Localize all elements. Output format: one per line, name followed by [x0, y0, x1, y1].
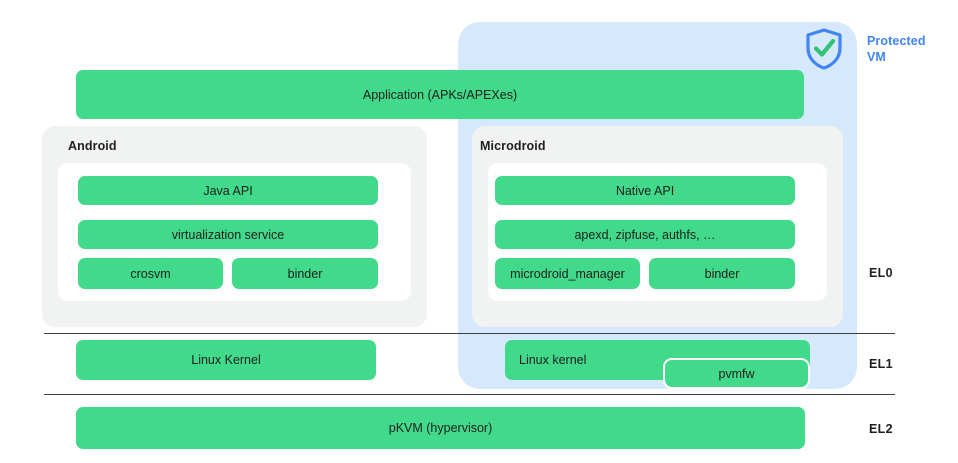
- microdroid-box-microdroid-manager: microdroid_manager: [495, 258, 640, 289]
- pkvm-hypervisor-box: pKVM (hypervisor): [76, 407, 805, 449]
- exception-level-label-el1: EL1: [869, 357, 893, 371]
- microdroid-box-native-api: Native API: [495, 176, 795, 205]
- divider-el1-el2: [44, 394, 895, 395]
- divider-el0-el1: [44, 333, 895, 334]
- microdroid-box-apexd-zipfuse-authfs: apexd, zipfuse, authfs, …: [495, 220, 795, 249]
- android-panel-title: Android: [68, 139, 117, 153]
- pvmfw-box: pvmfw: [663, 358, 810, 389]
- exception-level-label-el0: EL0: [869, 266, 893, 280]
- microdroid-box-binder: binder: [649, 258, 795, 289]
- android-box-crosvm: crosvm: [78, 258, 223, 289]
- android-box-binder: binder: [232, 258, 378, 289]
- application-box: Application (APKs/APEXes): [76, 70, 804, 119]
- protected-vm-label: Protected VM: [867, 33, 953, 65]
- android-linux-kernel-box: Linux Kernel: [76, 340, 376, 380]
- android-box-java-api: Java API: [78, 176, 378, 205]
- exception-level-label-el2: EL2: [869, 422, 893, 436]
- protected-vm-label-line1: Protected: [867, 34, 926, 48]
- microdroid-panel-title: Microdroid: [480, 139, 546, 153]
- shield-check-icon: [804, 28, 844, 70]
- protected-vm-label-line2: VM: [867, 50, 886, 64]
- android-box-virtualization-service: virtualization service: [78, 220, 378, 249]
